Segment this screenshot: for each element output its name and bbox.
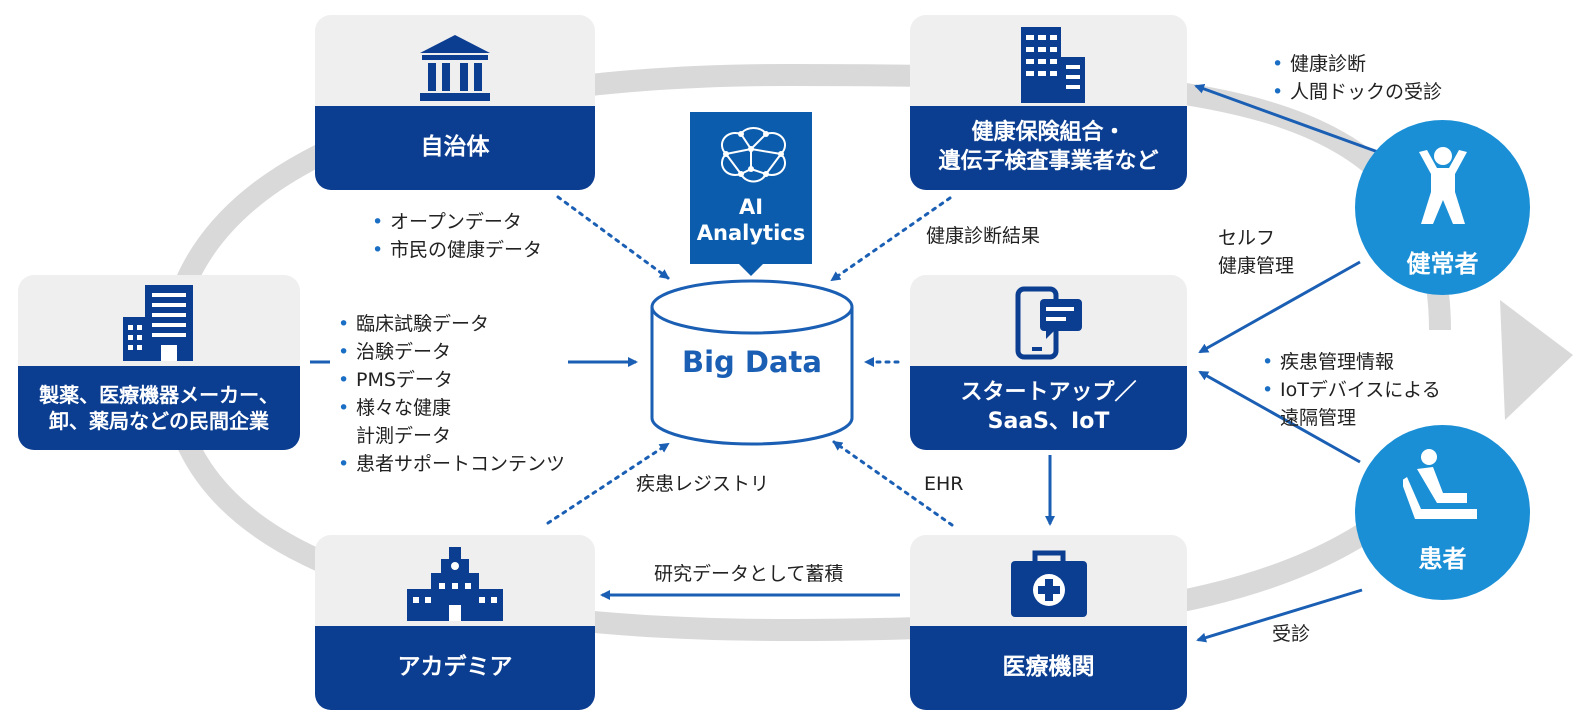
company-building-icon [123, 285, 193, 361]
government-building-icon [420, 35, 490, 101]
node-medical: 医療機関 [910, 535, 1187, 710]
medical-label: 医療機関 [910, 626, 1187, 710]
pharma-label: 製薬、医療機器メーカー、 卸、薬局などの民間企業 [18, 366, 300, 450]
insurance-label: 健康保険組合・ 遺伝子検査事業者など [910, 106, 1187, 190]
research-accumulate-label: 研究データとして蓄積 [654, 563, 844, 585]
list-item: 疾患管理情報 [1262, 348, 1441, 376]
list-item: 患者サポートコンテンツ [338, 450, 565, 478]
academia-label: アカデミア [315, 626, 595, 710]
list-item: オープンデータ [372, 208, 542, 236]
self-management-label: セルフ 健康管理 [1218, 227, 1295, 277]
list-item: 様々な健康 計測データ [338, 394, 565, 450]
consult-label: 受診 [1272, 623, 1311, 645]
ehr-label: EHR [924, 473, 964, 495]
arrow-medical-bigdata [832, 440, 954, 527]
university-icon [407, 547, 503, 621]
node-pharma: 製薬、医療機器メーカー、 卸、薬局などの民間企業 [18, 275, 300, 450]
municipality-data-list: オープンデータ 市民の健康データ [372, 208, 542, 264]
healthy-label: 健常者 [1406, 250, 1479, 278]
arrow-healthy-startup [1198, 260, 1361, 354]
list-item: 人間ドックの受診 [1272, 78, 1442, 106]
list-item: PMSデータ [338, 366, 565, 394]
list-item: 臨床試験データ [338, 310, 565, 338]
arrow-patient-medical [1196, 588, 1363, 643]
list-item: IoTデバイスによる 遠隔管理 [1262, 376, 1441, 432]
arrow-healthy-insurance [1194, 84, 1379, 154]
medical-bag-icon [1010, 550, 1087, 617]
list-item: 市民の健康データ [372, 236, 542, 264]
node-municipality: 自治体 [315, 15, 595, 190]
ring-arrowhead [1500, 300, 1573, 420]
node-patient: 患者 [1355, 425, 1530, 600]
bigdata-cylinder [650, 279, 854, 446]
node-startup: スタートアップ／ SaaS、IoT [910, 275, 1187, 450]
smartphone-app-icon [1015, 286, 1082, 360]
ai-label: AI Analytics [696, 195, 806, 245]
office-building-icon [1020, 27, 1085, 103]
pharma-data-list: 臨床試験データ 治験データ PMSデータ 様々な健康 計測データ 患者サポートコ… [338, 310, 565, 478]
registry-label: 疾患レジストリ [636, 473, 770, 495]
bigdata-label: Big Data [682, 345, 822, 379]
node-healthy: 健常者 [1355, 120, 1530, 295]
neural-network-icon [721, 127, 786, 183]
arrow-academia-bigdata [546, 442, 670, 525]
arrow-municipality-bigdata [556, 195, 670, 280]
node-academia: アカデミア [315, 535, 595, 710]
disease-list: 疾患管理情報 IoTデバイスによる 遠隔管理 [1262, 348, 1441, 432]
node-insurance: 健康保険組合・ 遺伝子検査事業者など [910, 15, 1187, 190]
checkup-list: 健康診断 人間ドックの受診 [1272, 50, 1442, 106]
patient-reclining-icon [1403, 449, 1477, 519]
list-item: 治験データ [338, 338, 565, 366]
checkup-results-label: 健康診断結果 [926, 225, 1041, 247]
list-item: 健康診断 [1272, 50, 1442, 78]
person-cheering-icon [1419, 147, 1467, 224]
ai-analytics-box: AI Analytics [690, 112, 812, 276]
arrow-insurance-bigdata [830, 196, 952, 282]
patient-label: 患者 [1418, 545, 1467, 573]
startup-label: スタートアップ／ SaaS、IoT [910, 366, 1187, 450]
municipality-label: 自治体 [315, 106, 595, 190]
ai-pointer [738, 263, 764, 276]
